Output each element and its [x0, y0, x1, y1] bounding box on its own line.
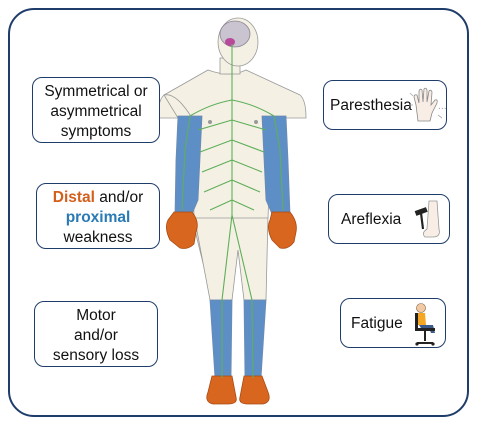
right-lower-leg-blue [243, 299, 267, 379]
nerve-network [181, 44, 284, 379]
areflexia-box: Areflexia [328, 194, 450, 244]
right-arm-blue [261, 115, 291, 215]
motor-line-1: Motor [76, 307, 116, 324]
symptoms-box: Symmetrical or asymmetrical symptoms [32, 77, 160, 143]
weakness-label: weakness [63, 229, 133, 246]
paresthesia-label: Paresthesia [330, 97, 412, 114]
svg-text:....: .... [438, 102, 446, 112]
symptoms-line-3: symptoms [60, 123, 132, 140]
fatigue-label: Fatigue [351, 315, 403, 332]
left-foot [206, 375, 237, 405]
reflex-hammer-icon [414, 200, 440, 238]
symptoms-line-1: Symmetrical or [44, 83, 148, 100]
tingling-hand-icon: .... [409, 87, 446, 122]
and-or-label: and/or [94, 189, 144, 206]
symptoms-line-2: asymmetrical [50, 103, 142, 120]
proximal-label: proximal [65, 209, 131, 226]
distal-label: Distal [52, 189, 95, 206]
fatigue-box: Fatigue [340, 298, 446, 348]
left-arm-blue [174, 115, 203, 215]
motor-line-2: and/or [74, 327, 118, 344]
tired-person-chair-icon [415, 303, 435, 346]
paresthesia-box: Paresthesia .... [323, 80, 447, 130]
brainstem [225, 38, 235, 46]
weakness-box: Distal and/or proximal weakness [36, 183, 160, 249]
motor-sensory-box: Motor and/or sensory loss [34, 301, 158, 367]
right-foot [239, 375, 270, 405]
motor-line-3: sensory loss [52, 347, 140, 364]
areflexia-label: Areflexia [341, 211, 402, 228]
left-lower-leg-blue [209, 299, 233, 379]
brain [219, 20, 251, 48]
left-hand [166, 211, 198, 249]
right-hand [268, 211, 297, 249]
